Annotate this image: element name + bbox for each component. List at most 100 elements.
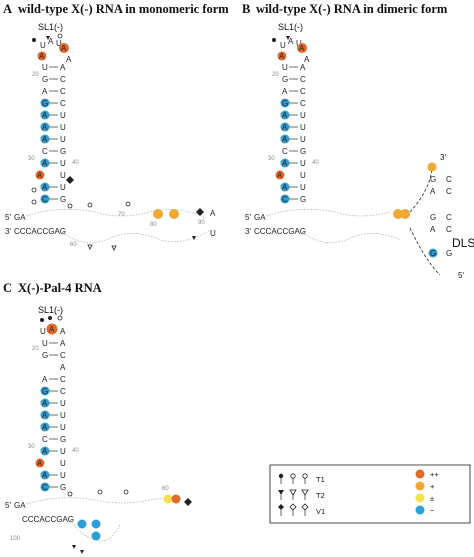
probe-marker-protected (280, 110, 290, 120)
probe-marker-protected (40, 194, 50, 204)
cleavage-t1-icon (125, 201, 131, 207)
three-prime-label: 3' (245, 227, 251, 236)
probe-marker-strong (275, 170, 285, 180)
stem-nt: U (60, 123, 66, 132)
loop-nt: A (304, 55, 310, 64)
probe-marker-protected (40, 482, 50, 492)
cleavage-t1-icon (48, 316, 52, 320)
stem-nt: A (60, 339, 66, 348)
position-number: 60 (70, 242, 77, 248)
position-number: 20 (272, 72, 279, 78)
stem-nt: A (300, 63, 306, 72)
panel-a-apical-loop: U A U A A A 20 (32, 33, 72, 78)
position-number: 30 (28, 156, 35, 162)
stem-nt: A (42, 135, 48, 144)
stem-nt: U (300, 135, 306, 144)
legend-row-t2: T2 (278, 489, 325, 500)
level-strong-swatch (415, 469, 425, 479)
probe-marker-protected (280, 98, 290, 108)
five-prime-label: 5' (5, 213, 11, 222)
cleavage-v1-icon (80, 550, 84, 554)
stem-nt: G (60, 195, 66, 204)
stem-nt: G (282, 99, 288, 108)
position-number: 40 (312, 160, 319, 166)
cleavage-t1-icon (32, 38, 36, 42)
probe-marker-protected (40, 182, 50, 192)
strand-seq: U (210, 229, 216, 238)
cleavage-v1-icon (46, 36, 50, 40)
probe-marker-medium (169, 209, 179, 219)
cleavage-t1-icon (67, 203, 73, 209)
stem-nt: U (300, 171, 306, 180)
panel-c-bottom-arm: 5' GA CCCACCGAG 60 100 (5, 486, 192, 554)
stem-nt: A (42, 159, 48, 168)
panel-b-loop-label: SL1(-) (278, 22, 303, 32)
probe-marker-protected (280, 122, 290, 132)
probe-marker-protected (40, 134, 50, 144)
stem-nt: A (60, 63, 66, 72)
position-number: 60 (162, 486, 169, 492)
loop-nt: A (66, 55, 72, 64)
loop-backbone (25, 497, 181, 505)
probe-marker-protected (40, 158, 50, 168)
dls-label: DLS (452, 236, 474, 250)
stem-nt: A (42, 111, 48, 120)
loop-nt: U (296, 39, 302, 48)
legend-t1-label: T1 (316, 475, 325, 484)
stem-nt: A (60, 363, 66, 372)
loop-backbone (301, 231, 401, 244)
stem-nt: C (300, 75, 306, 84)
probe-marker-strong (59, 43, 69, 53)
stem-nt: U (60, 459, 66, 468)
stem-nt: A (282, 123, 288, 132)
position-number: 100 (10, 536, 21, 542)
probe-marker-strong (35, 170, 45, 180)
stem-nt: C (446, 175, 452, 184)
probe-marker-protected (40, 410, 50, 420)
probe-marker-protected (91, 531, 101, 541)
stem-nt: A (42, 123, 48, 132)
stem-nt: G (300, 195, 306, 204)
stem-nt: G (42, 99, 48, 108)
panel-c-loop-label: SL1(-) (38, 305, 63, 315)
panel-a-bottom-arm: 5' GA 3' CCCACCGAG 60 70 80 90 A U (5, 201, 216, 251)
legend-levels: ++ + ± − (415, 469, 439, 515)
panel-a: A wild-type X(-) RNA in monomeric form S… (3, 2, 229, 251)
position-number: 40 (72, 448, 79, 454)
probe-marker-protected (280, 158, 290, 168)
panel-b-bottom-arm: 5' GA 3' CCCACCGAG (245, 209, 410, 244)
stem-nt: C (42, 195, 48, 204)
panel-a-letter: A (3, 2, 12, 16)
loop-nt: A (49, 325, 55, 334)
stem-nt: A (282, 183, 288, 192)
cleavage-t1-icon (97, 489, 103, 495)
strand-seq: CCCACCGAG (22, 515, 74, 524)
cleavage-t1-icon (123, 489, 129, 495)
cleavage-v1-icon (192, 236, 196, 240)
stem-nt: G (430, 213, 436, 222)
t1-strong-icon (278, 473, 284, 479)
legend-row-t1: T1 (278, 473, 325, 484)
stem-nt: A (42, 423, 48, 432)
loop-nt: U (40, 327, 46, 336)
stem-nt: C (446, 225, 452, 234)
stem-nt: U (60, 423, 66, 432)
stem-nt: A (277, 171, 283, 180)
cleavage-t1-icon (31, 187, 37, 193)
probe-marker-protected (40, 110, 50, 120)
stem-nt: A (42, 411, 48, 420)
stem-nt: A (42, 183, 48, 192)
stem-nt: C (60, 351, 66, 360)
stem-nt: U (42, 63, 48, 72)
stem-nt: C (60, 387, 66, 396)
stem-nt: A (42, 471, 48, 480)
stem-nt: U (60, 399, 66, 408)
stem-nt: G (430, 175, 436, 184)
probe-marker-protected (77, 519, 87, 529)
position-number: 90 (198, 220, 205, 226)
probe-marker-protected (40, 386, 50, 396)
probe-marker-strong (35, 458, 45, 468)
level-protected-swatch (415, 505, 425, 515)
stem-nt: U (300, 123, 306, 132)
five-prime-label: 5' (5, 501, 11, 510)
